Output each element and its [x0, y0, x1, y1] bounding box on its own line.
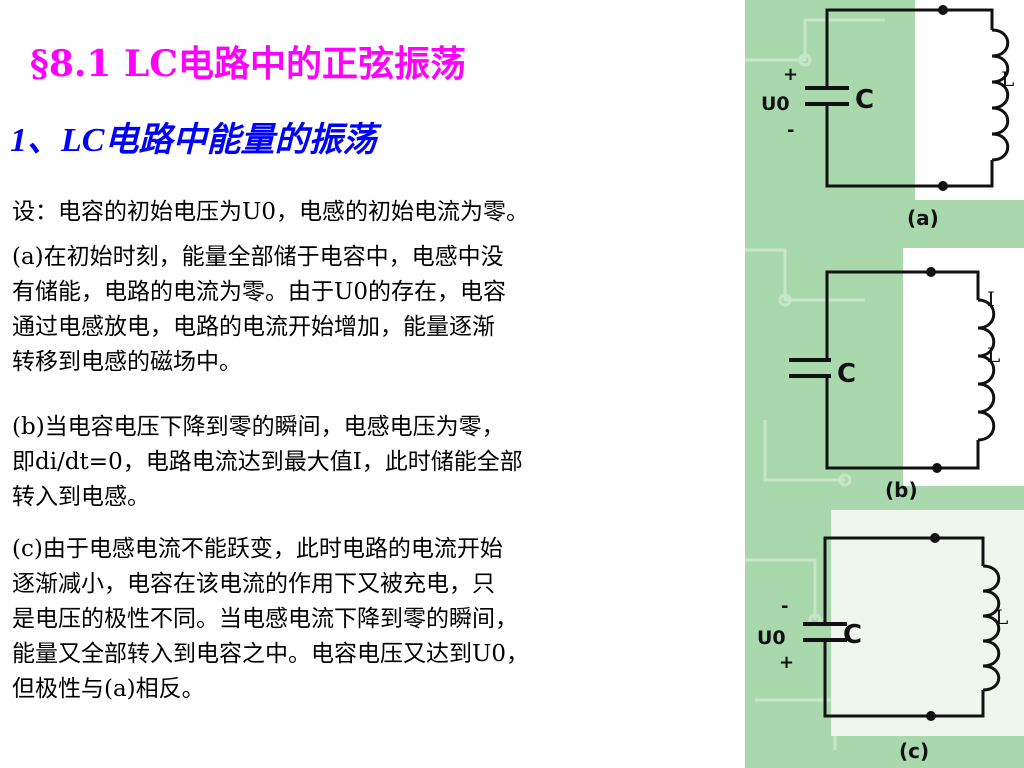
slide-title: §8.1 LC电路中的正弦振荡 [30, 43, 466, 85]
paragraph-b-line: 即di/dt=0，电路电流达到最大值I，此时储能全部 [12, 449, 523, 475]
paragraph-b-line: (b)当电容电压下降到零的瞬间，电感电压为零， [12, 414, 505, 440]
paragraph-c-line: (c)由于电感电流不能跃变，此时电路的电流开始 [12, 536, 503, 562]
node-dot [930, 533, 940, 543]
plus-sign: + [783, 64, 798, 85]
section-subtitle: 1、LC电路中能量的振荡 [10, 122, 377, 159]
capacitor-label: C [837, 359, 856, 389]
figure-c-caption: (c) [899, 739, 929, 763]
inductor-label: L [1001, 67, 1014, 91]
paragraph-c-line: 是电压的极性不同。当电感电流下降到零的瞬间， [12, 606, 518, 632]
paragraph-a-line: 通过电感放电，电路的电流开始增加，能量逐渐 [12, 314, 495, 340]
node-dot [932, 463, 942, 473]
node-dot [926, 711, 936, 721]
figure-a-caption: (a) [907, 206, 939, 230]
paragraph-c-line: 能量又全部转入到电容之中。电容电压又达到U0， [12, 641, 530, 667]
paragraph-a-line: 有储能，电路的电流为零。由于U0的存在，电容 [12, 279, 507, 305]
intro-line: 设：电容的初始电压为U0，电感的初始电流为零。 [12, 199, 530, 225]
minus-sign: - [787, 120, 794, 141]
paragraph-c-line: 逐渐减小，电容在该电流的作用下又被充电，只 [12, 571, 495, 597]
paragraph-b: (b)当电容电压下降到零的瞬间，电感电压为零， 即di/dt=0，电路电流达到最… [12, 410, 742, 515]
paragraph-a-line: 转移到电感的磁场中。 [12, 349, 242, 375]
circuit-b: C I L (b) [789, 267, 1000, 502]
plus-sign: + [779, 652, 794, 673]
paragraph-a-line: (a)在初始时刻，能量全部储于电容中，电感中没 [12, 244, 504, 270]
voltage-label: U0 [761, 93, 790, 115]
paragraph-c: (c)由于电感电流不能跃变，此时电路的电流开始 逐渐减小，电容在该电流的作用下又… [12, 532, 742, 707]
circuit-a: C L + U0 - (a) [761, 5, 1014, 230]
inductor-label: L [995, 605, 1008, 629]
intro-text: 设：电容的初始电压为U0，电感的初始电流为零。 [12, 195, 742, 230]
node-dot [938, 181, 948, 191]
circuit-c: C L - U0 + (c) [757, 533, 1008, 763]
decorative-background-band [745, 0, 1024, 768]
minus-sign: - [781, 596, 788, 617]
capacitor-label: C [843, 620, 862, 650]
node-dot [926, 267, 936, 277]
figure-b-caption: (b) [885, 478, 918, 502]
capacitor-label: C [855, 85, 874, 115]
current-label: I [987, 287, 995, 311]
paragraph-b-line: 转入到电感。 [12, 484, 150, 510]
lc-circuit-diagrams: C L + U0 - (a) C I L (b) [757, 5, 1014, 763]
node-dot [938, 5, 948, 15]
inductor-label: L [987, 343, 1000, 367]
voltage-label: U0 [757, 627, 786, 649]
paragraph-a: (a)在初始时刻，能量全部储于电容中，电感中没 有储能，电路的电流为零。由于U0… [12, 240, 742, 380]
paragraph-c-line: 但极性与(a)相反。 [12, 676, 205, 702]
